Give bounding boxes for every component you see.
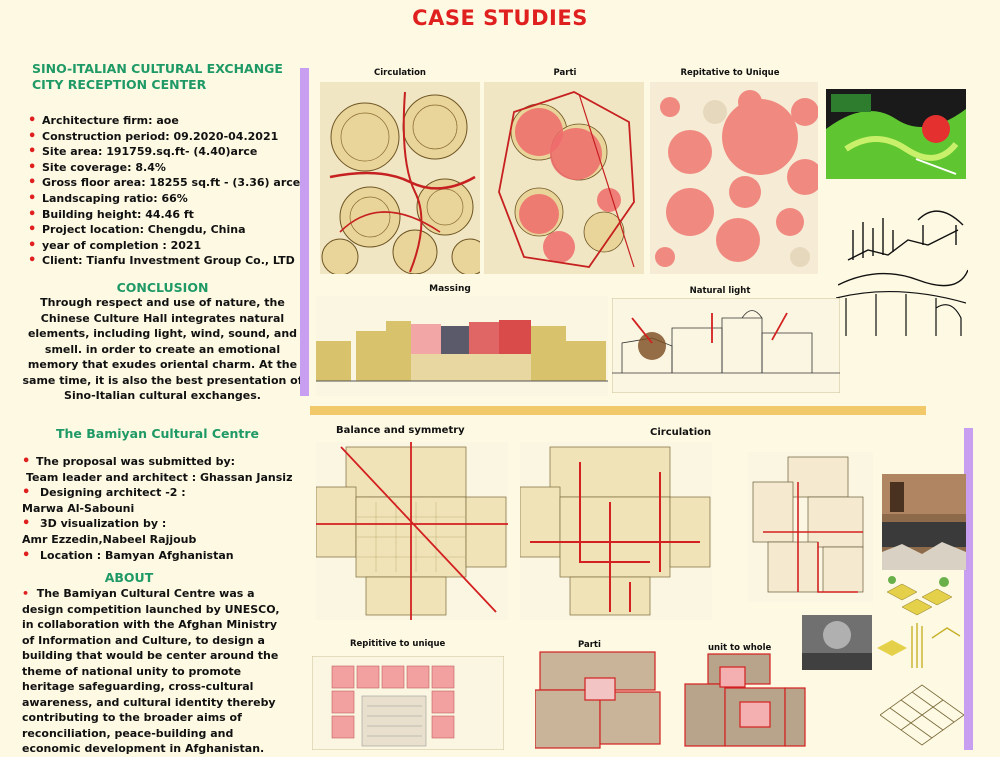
fact-item: year of completion : 2021 — [28, 238, 318, 254]
model-sketch-image — [886, 576, 953, 616]
caption-parti2: Parti — [578, 640, 601, 650]
case2-heading: The Bamiyan Cultural Centre — [56, 426, 259, 441]
accent-bar — [300, 68, 309, 396]
case1-heading: SINO-ITALIAN CULTURAL EXCHANGE CITY RECE… — [32, 61, 283, 92]
accent-bar — [964, 428, 973, 750]
natural-light-section-drawing — [612, 298, 840, 393]
credit-value: Team leader and architect : Ghassan Jans… — [26, 470, 293, 484]
conclusion-heading: CONCLUSION — [116, 280, 209, 295]
credit-value: Amr Ezzedin,Nabeel Rajjoub — [22, 532, 197, 546]
fact-item: Construction period: 09.2020-04.2021 — [28, 129, 318, 145]
case1-facts-list: Architecture firm: aoe Construction peri… — [28, 113, 318, 269]
site-map-image — [826, 89, 966, 179]
caption-unit-to-whole: unit to whole — [708, 643, 772, 653]
fact-item: Building height: 44.46 ft — [28, 207, 318, 223]
roof-structure-sketch — [880, 684, 964, 746]
caption-circulation2: Circulation — [650, 427, 712, 438]
caption-repetitive2: Repititive to unique — [350, 639, 446, 649]
fact-item: Site area: 191759.sq.ft- (4.40)arce — [28, 144, 318, 160]
caption-balance: Balance and symmetry — [336, 425, 465, 436]
fact-item: Site coverage: 8.4% — [28, 160, 318, 176]
credit-label: The proposal was submitted by: — [22, 454, 312, 470]
massing-drawing — [316, 296, 608, 396]
about-paragraph: The Bamiyan Cultural Centre was a design… — [22, 587, 280, 755]
floor-plan-drawing — [748, 452, 873, 602]
caption-massing: Massing — [429, 284, 471, 294]
fact-item: Client: Tianfu Investment Group Co., LTD — [28, 253, 318, 269]
about-text: • The Bamiyan Cultural Centre was a desi… — [22, 587, 280, 755]
parti-blocks-drawing — [535, 651, 661, 749]
circulation-plan-2-drawing — [520, 442, 712, 620]
circulation-plan-drawing — [320, 82, 480, 274]
interior-photo-image — [802, 615, 872, 670]
caption-natural-light: Natural light — [689, 286, 751, 296]
model-sketch-image — [877, 623, 961, 668]
fact-item: Project location: Chengdu, China — [28, 222, 318, 238]
sketch-drawing — [836, 290, 966, 336]
caption-circulation: Circulation — [374, 68, 426, 78]
fact-item: Landscaping ratio: 66% — [28, 191, 318, 207]
caption-parti: Parti — [553, 68, 577, 78]
caption-repetitive: Repitative to Unique — [680, 68, 780, 78]
page-title: CASE STUDIES — [412, 6, 588, 30]
section-divider — [310, 406, 926, 415]
case2-credits: The proposal was submitted by: Team lead… — [22, 454, 312, 563]
sketch-drawing — [838, 210, 968, 287]
credit-label: Designing architect -2 : — [22, 485, 312, 501]
repetitive-plan-drawing — [312, 656, 504, 750]
balance-plan-drawing — [316, 442, 508, 620]
conclusion-text: Through respect and use of nature, the C… — [22, 296, 303, 402]
parti-plan-drawing — [484, 82, 644, 274]
repetitive-to-unique-drawing — [650, 82, 818, 274]
credit-value: Marwa Al-Sabouni — [22, 501, 135, 515]
credit-label: Location : Bamyan Afghanistan — [22, 548, 312, 564]
fact-item: Architecture firm: aoe — [28, 113, 318, 129]
credit-label: 3D visualization by : — [22, 516, 312, 532]
site-photo-image — [882, 474, 966, 570]
unit-to-whole-drawing — [684, 653, 806, 747]
about-heading: ABOUT — [104, 570, 154, 585]
fact-item: Gross floor area: 18255 sq.ft - (3.36) a… — [28, 175, 318, 191]
